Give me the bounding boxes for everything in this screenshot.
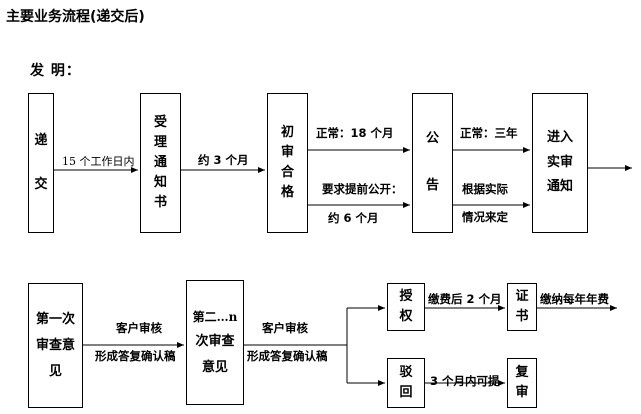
label-annual-fee: 缴纳每年年费 (540, 292, 609, 306)
page-title: 主要业务流程(递交后) (6, 9, 145, 25)
label-within-3-months: 3 个月内可提 (430, 374, 500, 388)
box-nth-review-opinion: 第二…n 次审查意见 (186, 280, 244, 405)
box-nth-review-bottom: 次审查意见 (195, 333, 235, 375)
box-preliminary-pass: 初审合格 (267, 93, 308, 233)
label-2-months-after-fee: 缴费后 2 个月 (428, 292, 502, 306)
box-publication: 公告 (412, 93, 453, 233)
box-rejection: 驳回 (387, 358, 425, 408)
label-normal-18-months: 正常：18 个月 (316, 126, 394, 140)
box-nth-review-top: 第二…n (192, 309, 238, 324)
box-acceptance-notice: 受理通知书 (140, 93, 181, 233)
label-client-review-2: 客户审核 (262, 321, 308, 335)
label-about-3-months: 约 3 个月 (198, 153, 249, 167)
label-client-review-1: 客户审核 (116, 321, 162, 335)
box-first-review-opinion: 第一次审查意见 (28, 283, 83, 408)
box-substantive-notice: 进入实审通知 (532, 93, 588, 233)
box-reexamination: 复审 (507, 358, 537, 408)
label-about-6-months: 约 6 个月 (328, 211, 379, 225)
label-depends-actual-1: 根据实际 (462, 182, 508, 196)
box-grant: 授权 (387, 283, 425, 331)
label-normal-3-years: 正常：三年 (460, 126, 518, 140)
box-certificate: 证书 (507, 283, 537, 331)
label-form-reply-draft-2: 形成答复确认稿 (247, 349, 328, 363)
label-form-reply-draft-1: 形成答复确认稿 (95, 349, 176, 363)
label-early-publication: 要求提前公开： (322, 182, 403, 196)
box-submit: 递交 (28, 93, 54, 233)
section-label-invention: 发 明： (30, 63, 81, 79)
label-15-working-days: 15 个工作日内 (62, 155, 135, 168)
label-depends-actual-2: 情况来定 (462, 210, 508, 224)
